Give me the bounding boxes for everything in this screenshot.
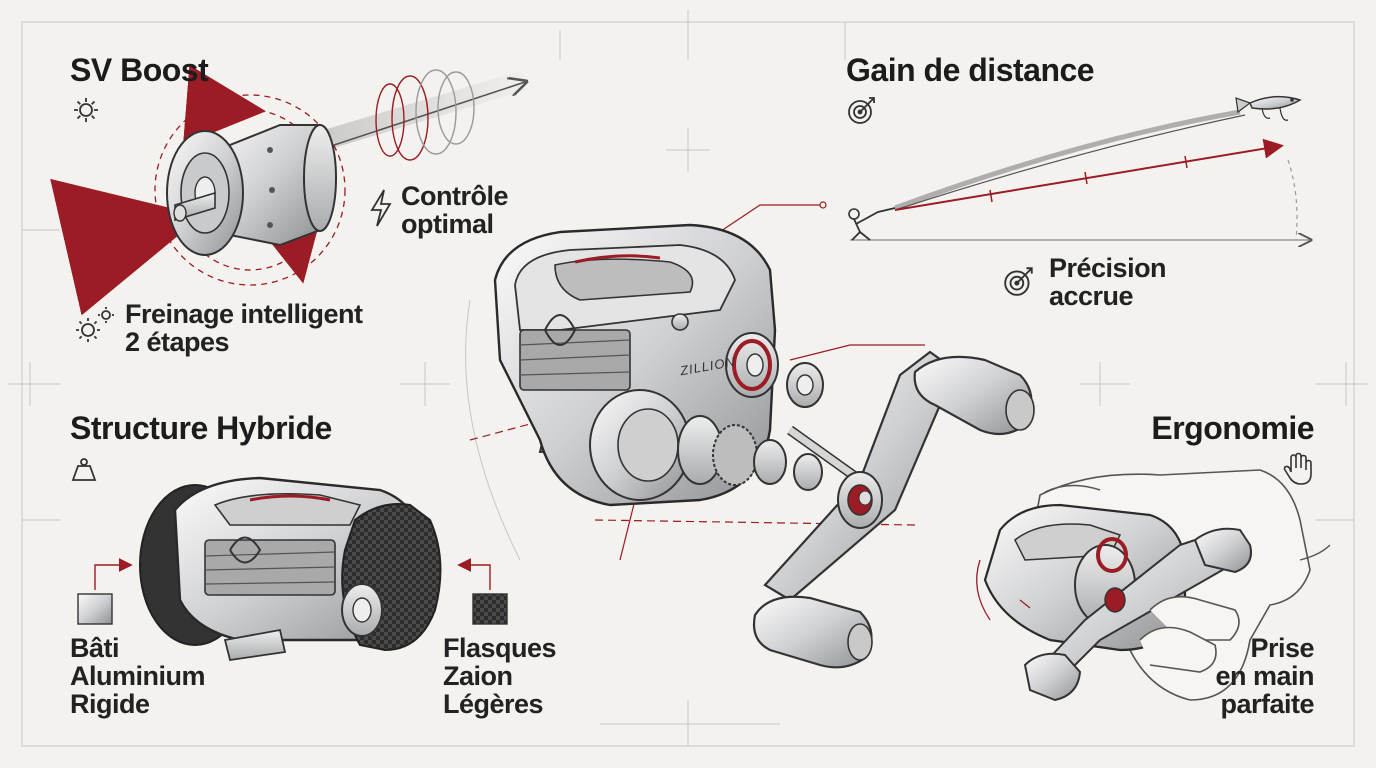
cast-distance-illustration — [848, 95, 1310, 240]
aluminium-swatch — [77, 593, 113, 625]
hand-icon — [1283, 452, 1312, 485]
sv-boost-spool — [50, 65, 525, 316]
gears-icon — [76, 307, 114, 342]
hybrid-structure-reel — [77, 476, 508, 662]
grip-label: Prise en main parfaite — [1215, 633, 1314, 719]
target-icon — [848, 97, 875, 124]
distance-title: Gain de distance — [846, 52, 1095, 88]
gear-icon — [74, 98, 98, 122]
ergonomie-title: Ergonomie — [1151, 410, 1314, 446]
lightning-icon — [370, 189, 392, 227]
exploded-reel: ZILLION — [469, 201, 1035, 669]
control-label: Contrôle optimal — [401, 181, 509, 239]
sideplate-label: Flasques Zaion Légères — [443, 633, 557, 719]
brake-label: Freinage intelligent 2 étapes — [125, 299, 363, 357]
weight-icon — [71, 458, 97, 481]
frame-label: Bâti Aluminium Rigide — [70, 633, 206, 719]
precision-target-icon — [1004, 267, 1033, 296]
zaion-swatch — [472, 593, 508, 625]
ergonomic-grip-illustration — [976, 469, 1331, 702]
precision-label: Précision accrue — [1049, 253, 1167, 311]
layout-guides — [8, 10, 1368, 747]
sv-boost-title: SV Boost — [70, 52, 209, 88]
structure-title: Structure Hybride — [70, 410, 332, 446]
